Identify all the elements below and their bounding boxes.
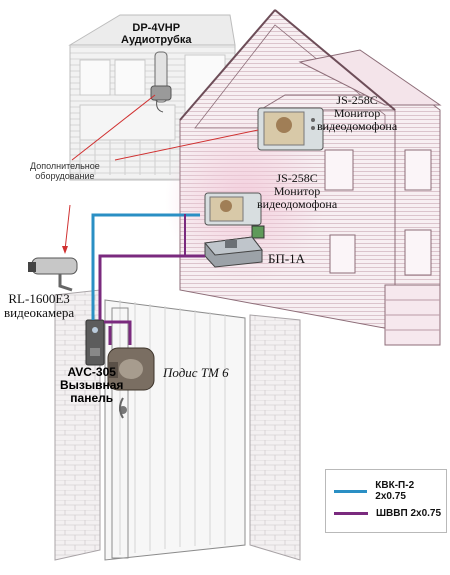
monitor-mid-label: JS-258C Монитор видеодомофона: [257, 171, 338, 212]
monitor-top-caption: Монитор: [333, 106, 381, 121]
monitor-mid-model: JS-258C: [276, 171, 318, 185]
camera-model: RL-1600E3: [8, 291, 70, 306]
legend-item-kvk: КВК-П-2 2х0.75: [334, 480, 446, 502]
camera-device: [28, 257, 78, 292]
extra-equipment-line2: оборудование: [35, 170, 95, 181]
monitor-mid-caption-2: видеодомофона: [257, 197, 338, 212]
cable-shvvp-2: [104, 320, 132, 345]
cable-routes: [91, 213, 205, 345]
panel-model: AVC-305: [67, 365, 116, 379]
monitor-top-device: [257, 107, 324, 151]
monitor-top-caption-2: видеодомофона: [317, 119, 398, 134]
monitor-top-label: JS-258C Монитор видеодомофона: [317, 93, 398, 134]
legend-swatch-kvk: [334, 489, 368, 493]
legend-item-shvvp: ШВВП 2х0.75: [334, 506, 441, 520]
panel-caption: Вызывная: [60, 378, 124, 393]
cable-shvvp-1: [98, 254, 205, 320]
monitor-mid-device: [204, 192, 265, 239]
lock-label: Подис ТМ 6: [163, 365, 229, 380]
cable-kvk: [91, 213, 200, 320]
audio-handset-caption: Аудиотрубка: [121, 34, 192, 47]
audio-handset-device: [150, 51, 172, 113]
extra-equipment-pointers: [62, 94, 259, 254]
panel-caption-2: панель: [70, 391, 114, 406]
audio-handset-label: DP-4VHP Аудиотрубка: [121, 22, 191, 46]
audio-handset-model: DP-4VHP: [132, 22, 181, 34]
camera-label: RL-1600E3 видеокамера: [4, 291, 75, 321]
legend-box: КВК-П-2 2х0.75 ШВВП 2х0.75: [325, 469, 447, 533]
panel-label: AVC-305 Вызывная панель: [60, 365, 124, 406]
monitor-mid-caption: Монитор: [273, 184, 321, 199]
power-supply-device: [204, 236, 263, 268]
camera-caption: видеокамера: [4, 305, 75, 321]
lock-device: [107, 347, 155, 391]
monitor-top-model: JS-258C: [336, 93, 378, 107]
legend-label-kvk: КВК-П-2 2х0.75: [375, 480, 415, 502]
extra-equipment-line1: Дополнительное: [30, 161, 100, 171]
legend-label-shvvp: ШВВП 2х0.75: [376, 507, 442, 519]
call-panel-device: [85, 319, 105, 366]
power-supply-label: БП-1А: [268, 251, 306, 266]
legend-swatch-shvvp: [334, 511, 368, 515]
extra-equipment-label: Дополнительное оборудование: [30, 161, 100, 182]
